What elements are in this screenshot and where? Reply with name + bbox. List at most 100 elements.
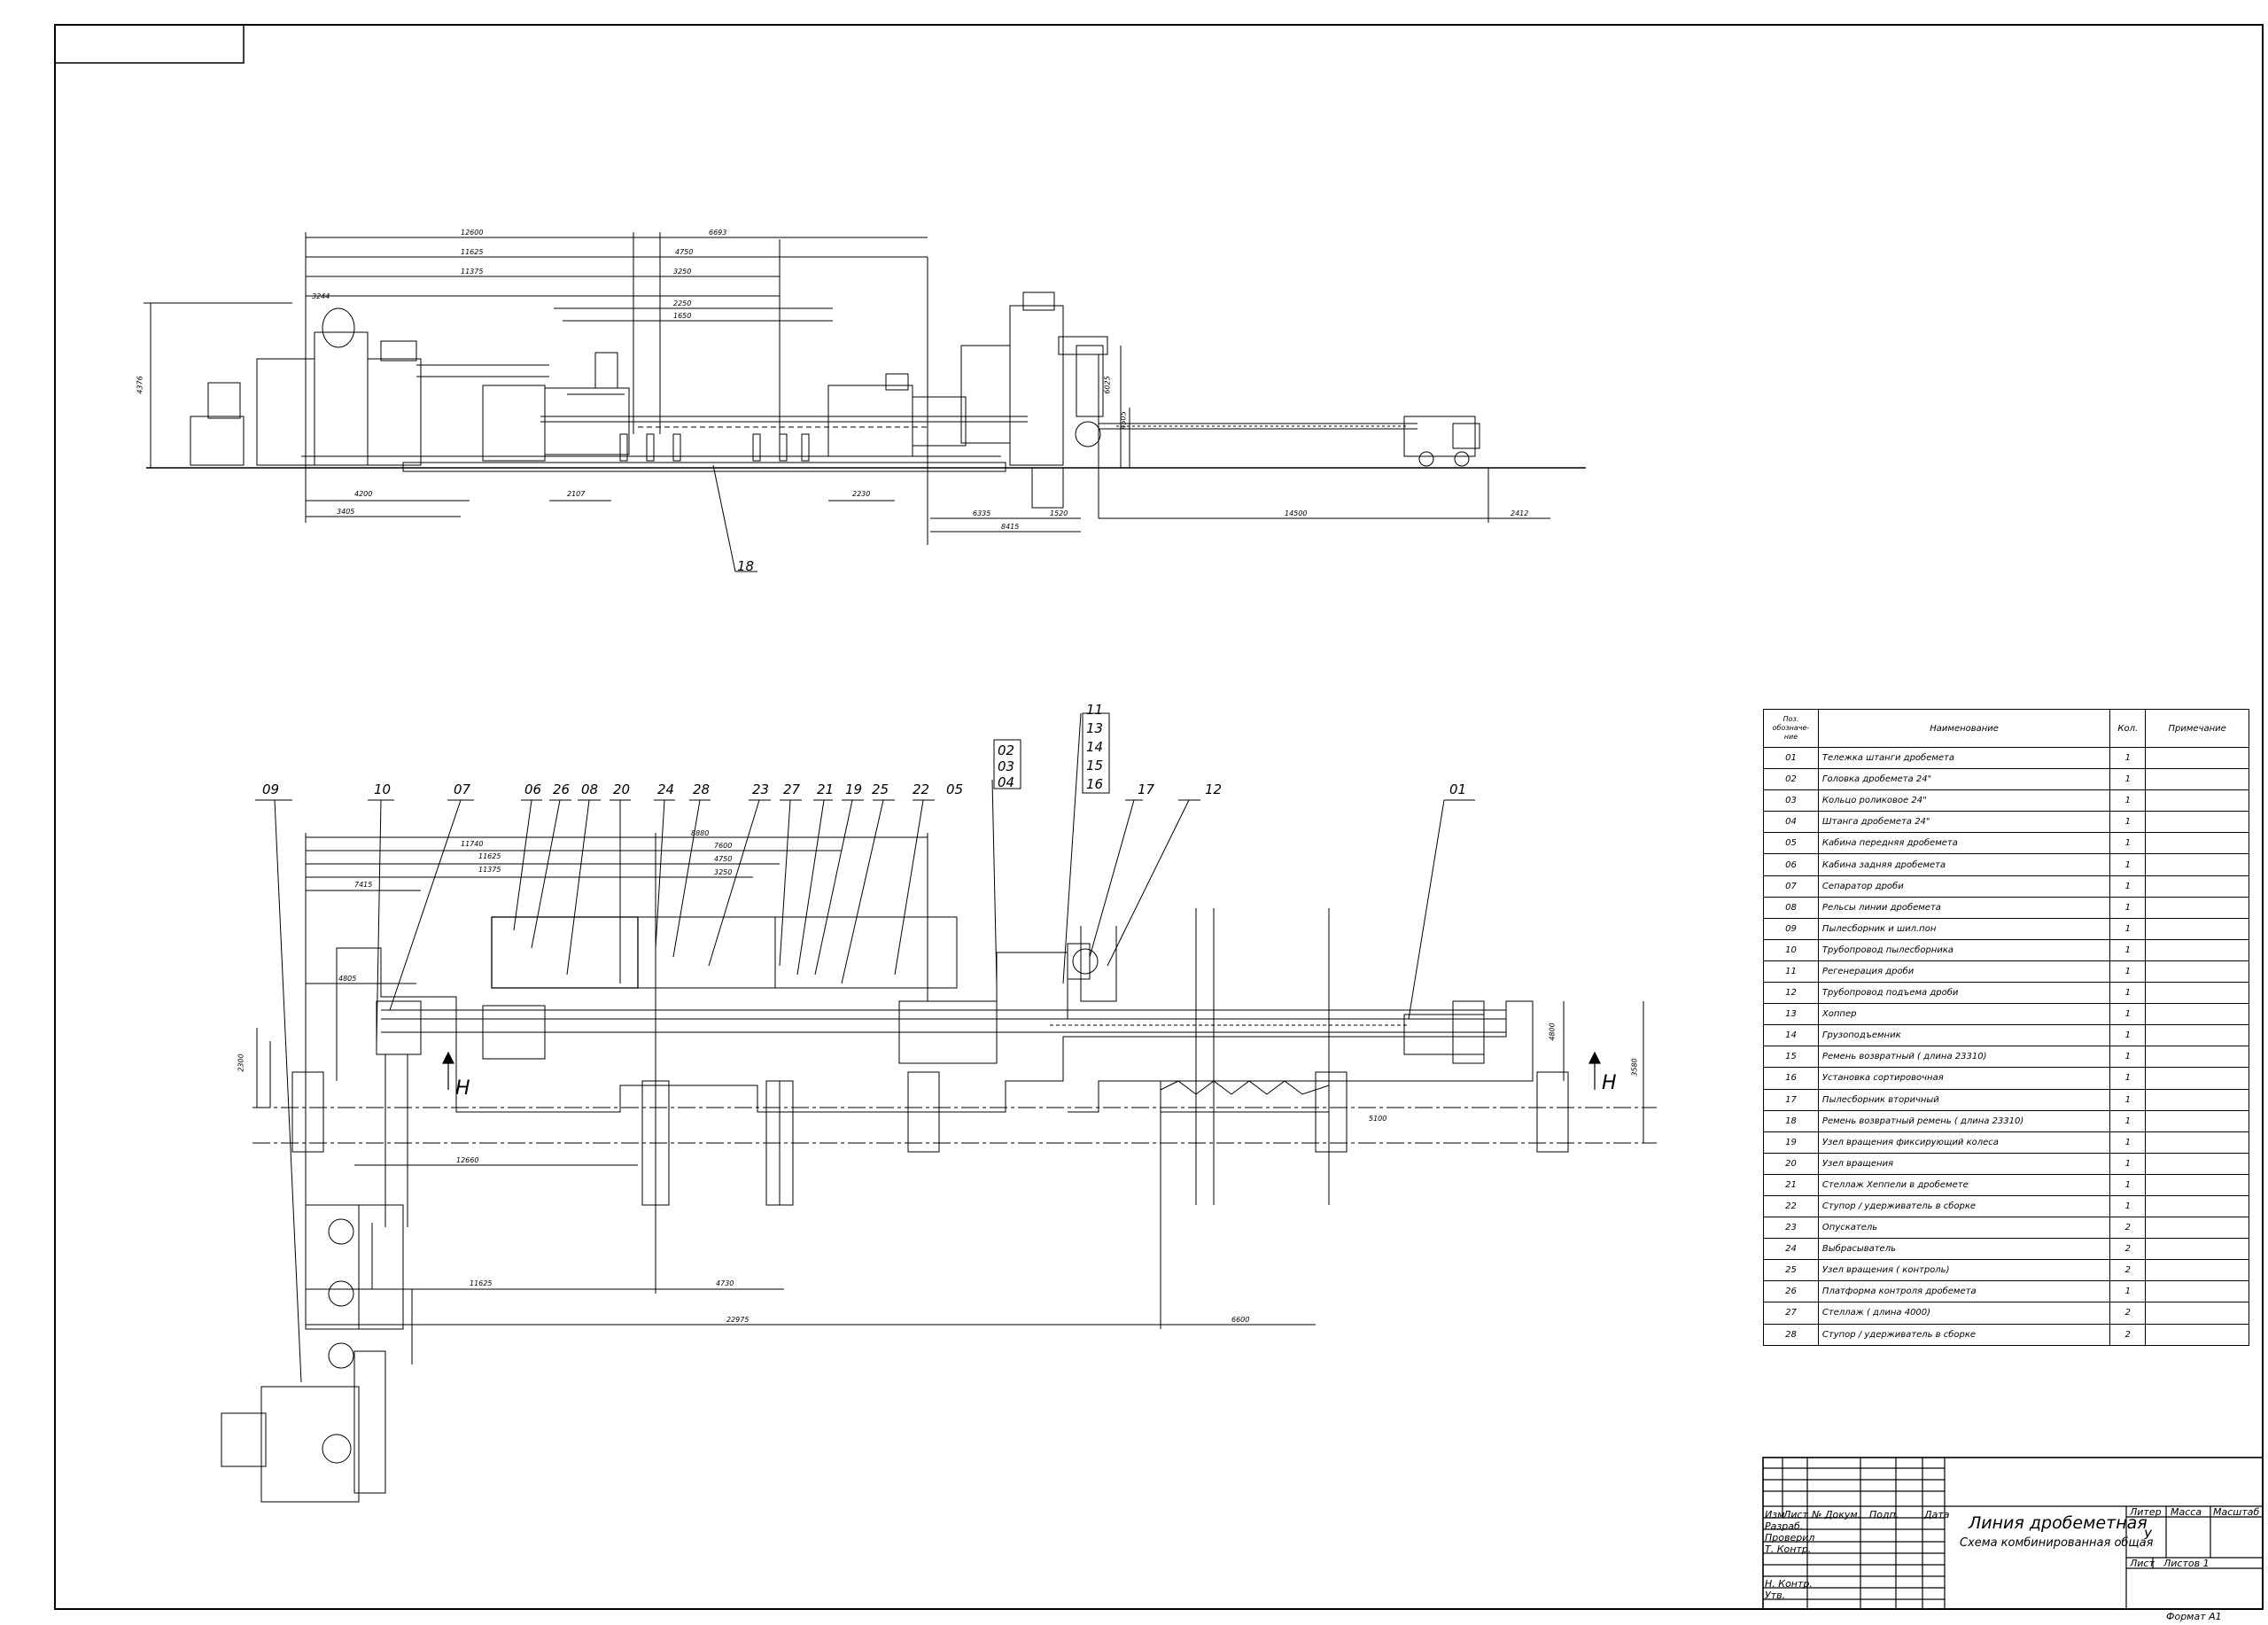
- dim-plan-3250: 3250: [714, 868, 733, 876]
- dim-elev-6025: 6025: [1103, 376, 1112, 394]
- spec-cell-pos: 20: [1763, 1152, 1819, 1175]
- callout-02: 02: [998, 743, 1015, 758]
- dim-plan-11625b: 11625: [470, 1279, 493, 1287]
- title-block-header-list: Лист: [1783, 1509, 1808, 1520]
- spec-cell-note: [2145, 1067, 2249, 1090]
- spec-cell-note: [2145, 1109, 2249, 1132]
- spec-cell-note: [2145, 1173, 2249, 1196]
- spec-cell-name: Выбрасыватель: [1817, 1238, 2111, 1261]
- spec-cell-note: [2145, 960, 2249, 984]
- spec-cell-name: Узел вращения ( контроль): [1817, 1259, 2111, 1282]
- callout-09: 09: [262, 781, 280, 797]
- spec-cell-qty: 2: [2109, 1238, 2147, 1261]
- spec-cell-qty: 1: [2109, 1194, 2147, 1218]
- elevation-view: [144, 232, 1586, 572]
- spec-cell-qty: 1: [2109, 1280, 2147, 1303]
- callout-22: 22: [913, 781, 930, 797]
- plan-view: [221, 833, 1657, 1503]
- spec-cell-qty: 1: [2109, 938, 2147, 961]
- spec-cell-name: Опускатель: [1817, 1217, 2111, 1240]
- callout-23: 23: [752, 781, 770, 797]
- spec-cell-pos: 02: [1763, 768, 1819, 791]
- spec-cell-qty: 2: [2109, 1217, 2147, 1240]
- dim-elev-14500: 14500: [1285, 509, 1308, 517]
- spec-cell-pos: 22: [1763, 1194, 1819, 1218]
- callout-06: 06: [524, 781, 542, 797]
- callout-19: 19: [845, 781, 863, 797]
- sheet-frame: [54, 24, 2264, 1610]
- dim-plan-7600: 7600: [714, 842, 733, 850]
- top-left-stamp: [54, 24, 245, 64]
- spec-cell-pos: 25: [1763, 1259, 1819, 1282]
- title-block-header-doc: № Докум.: [1812, 1509, 1861, 1520]
- spec-cell-name: Узел вращения: [1817, 1152, 2111, 1175]
- spec-cell-note: [2145, 811, 2249, 834]
- spec-cell-qty: 1: [2109, 1003, 2147, 1026]
- spec-cell-pos: 12: [1763, 982, 1819, 1005]
- spec-cell-pos: 09: [1763, 917, 1819, 940]
- dim-plan-8880: 8880: [691, 829, 710, 837]
- dim-plan-5100: 5100: [1369, 1115, 1387, 1123]
- spec-cell-name: Установка сортировочная: [1817, 1067, 2111, 1090]
- spec-cell-qty: 1: [2109, 1152, 2147, 1175]
- spec-cell-qty: 1: [2109, 746, 2147, 770]
- spec-header-note: Примечание: [2145, 709, 2249, 748]
- dim-plan-22975: 22975: [726, 1316, 750, 1324]
- dim-plan-4730: 4730: [716, 1279, 734, 1287]
- spec-cell-name: Головка дробемета 24": [1817, 768, 2111, 791]
- spec-header-name: Наименование: [1817, 709, 2111, 748]
- callout-04: 04: [998, 774, 1015, 790]
- dim-plan-4750: 4750: [714, 855, 733, 863]
- title-block-role-approved: Утв.: [1765, 1590, 1786, 1601]
- callout-20: 20: [613, 781, 631, 797]
- spec-cell-name: Ступор / удерживатель в сборке: [1817, 1194, 2111, 1218]
- drawing-subtitle: Схема комбинированная общая: [1960, 1536, 2154, 1550]
- spec-cell-pos: 24: [1763, 1238, 1819, 1261]
- spec-cell-note: [2145, 1152, 2249, 1175]
- spec-cell-pos: 26: [1763, 1280, 1819, 1303]
- spec-cell-qty: 1: [2109, 1024, 2147, 1047]
- dim-plan-11625: 11625: [478, 852, 501, 860]
- spec-cell-pos: 10: [1763, 938, 1819, 961]
- callout-26: 26: [553, 781, 571, 797]
- section-mark-left: Н: [455, 1077, 470, 1100]
- spec-cell-qty: 1: [2109, 811, 2147, 834]
- spec-cell-note: [2145, 853, 2249, 876]
- spec-cell-name: Рельсы линии дробемета: [1817, 896, 2111, 919]
- spec-cell-pos: 15: [1763, 1046, 1819, 1069]
- spec-cell-pos: 08: [1763, 896, 1819, 919]
- spec-cell-qty: 2: [2109, 1302, 2147, 1325]
- callout-07: 07: [454, 781, 471, 797]
- spec-cell-pos: 16: [1763, 1067, 1819, 1090]
- spec-cell-name: Регенерация дроби: [1817, 960, 2111, 984]
- specification-table: Поз. обозначе-ние Наименование Кол. Прим…: [1763, 709, 2249, 1346]
- spec-cell-pos: 13: [1763, 1003, 1819, 1026]
- dim-elev-1520: 1520: [1050, 509, 1068, 517]
- dim-plan-7415: 7415: [354, 881, 373, 889]
- dim-elev-4750: 4750: [675, 248, 694, 256]
- dim-elev-6335: 6335: [973, 509, 991, 517]
- callout-03: 03: [998, 758, 1015, 774]
- spec-cell-qty: 1: [2109, 1131, 2147, 1154]
- spec-cell-name: Кольцо роликовое 24": [1817, 789, 2111, 812]
- spec-cell-qty: 1: [2109, 875, 2147, 898]
- dim-plan-3580: 3580: [1630, 1058, 1639, 1077]
- spec-cell-name: Трубопровод пылесборника: [1817, 938, 2111, 961]
- dim-plan-4800: 4800: [1548, 1022, 1557, 1041]
- spec-cell-name: Узел вращения фиксирующий колеса: [1817, 1131, 2111, 1154]
- spec-cell-name: Кабина передняя дробемета: [1817, 832, 2111, 855]
- callout-18: 18: [737, 558, 755, 574]
